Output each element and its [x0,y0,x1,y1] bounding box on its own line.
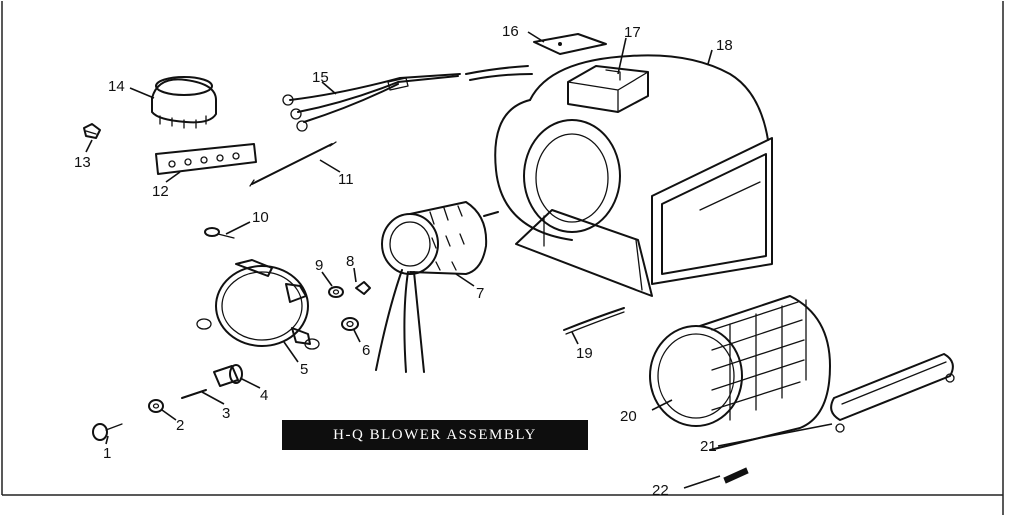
callout-13: 13 [74,154,91,171]
part-6-nut [341,317,359,331]
callout-4: 4 [260,387,268,404]
callout-20: 20 [620,408,637,425]
callout-11: 11 [338,171,354,188]
callout-6: 6 [362,342,370,359]
part-16-cover-plate [533,33,607,55]
part-1-bolt [92,423,123,441]
callout-8: 8 [346,253,354,270]
part-4-bushing [213,364,243,387]
callout-17: 17 [624,24,641,41]
callout-22: 22 [652,482,669,499]
callout-9: 9 [315,257,323,274]
part-8-clip [355,281,371,295]
part-7-motor [375,201,499,373]
part-21-cutoff-plate [830,353,955,433]
part-12-terminal-strip [155,143,257,175]
callout-19: 19 [576,345,593,362]
part-22-screw [723,467,749,484]
part-13-cap [83,123,101,139]
callout-numbers: 1 2 3 4 5 6 7 8 9 10 11 12 13 14 15 16 1… [74,23,733,499]
leader-lines [85,31,833,489]
part-15-wire-harness [282,65,533,132]
part-18-blower-housing [494,54,773,297]
part-10-screw [204,227,235,239]
callout-21: 21 [700,438,717,455]
callout-18: 18 [716,37,733,54]
callout-10: 10 [252,209,269,226]
callout-2: 2 [176,417,184,434]
callout-5: 5 [300,361,308,378]
part-20-blower-wheel [649,295,831,451]
part-5-motor-mount [196,259,320,350]
part-14-capacitor [151,76,217,129]
callout-3: 3 [222,405,230,422]
callout-12: 12 [152,183,169,200]
part-3-pin [181,389,207,399]
callout-16: 16 [502,23,519,40]
part-9-washer [328,286,344,298]
diagram-title: H-Q BLOWER ASSEMBLY [282,420,588,450]
part-17-junction-box [567,65,649,113]
callout-15: 15 [312,69,329,86]
callout-7: 7 [476,285,484,302]
callout-14: 14 [108,78,125,95]
part-19-wire [563,307,625,335]
part-2-washer [148,399,164,413]
callout-1: 1 [103,445,111,462]
part-11-jumper-wire [249,141,337,187]
